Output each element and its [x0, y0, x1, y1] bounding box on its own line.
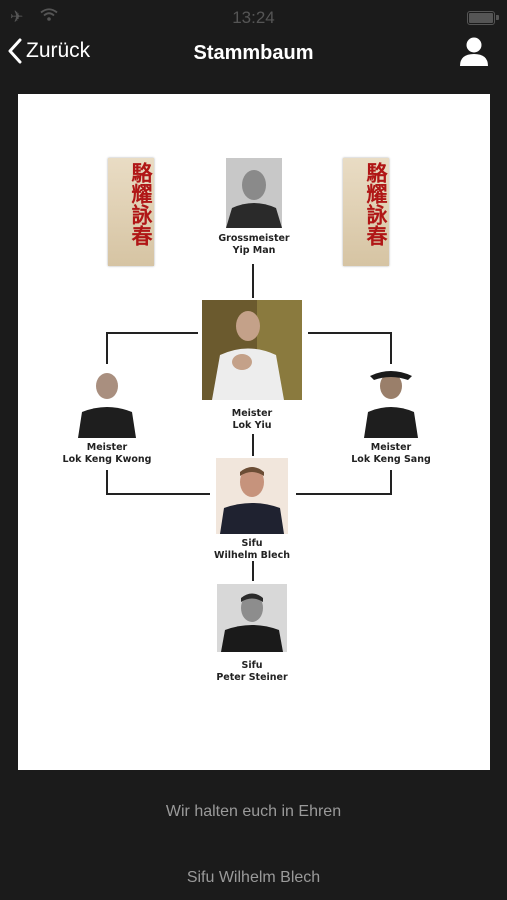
- tribute-text: Wir halten euch in Ehren: [165, 803, 342, 820]
- author-text: Sifu Wilhelm Blech: [186, 869, 321, 886]
- battery-icon: [467, 11, 499, 25]
- connector-line: [106, 332, 108, 364]
- connector-line: [390, 332, 392, 364]
- caption-wilhelm-blech: Sifu Wilhelm Blech: [214, 538, 290, 561]
- connector-line: [106, 493, 210, 495]
- portrait-peter-steiner: [217, 584, 287, 652]
- caption-peter-steiner: Sifu Peter Steiner: [216, 660, 288, 683]
- airplane-icon: ✈: [10, 9, 24, 26]
- navigation-bar: Zurück Stammbaum: [0, 34, 507, 78]
- connector-line: [296, 493, 392, 495]
- calligraphy-scroll-left: 駱耀詠春: [108, 158, 154, 266]
- chevron-left-icon: [8, 38, 22, 64]
- page-title: Stammbaum: [193, 42, 314, 64]
- portrait-lok-keng-kwong: [76, 368, 138, 438]
- caption-yip-man: Grossmeister Yip Man: [218, 233, 290, 256]
- caption-lok-keng-sang: Meister Lok Keng Sang: [351, 442, 431, 465]
- connector-line: [252, 264, 254, 298]
- caption-lok-yiu: Meister Lok Yiu: [231, 408, 273, 431]
- connector-line: [106, 332, 198, 334]
- status-time: 13:24: [232, 8, 275, 27]
- connector-line: [252, 434, 254, 456]
- portrait-lok-yiu: [202, 300, 302, 400]
- connector-line: [390, 470, 392, 494]
- wifi-icon: [40, 8, 58, 26]
- status-bar: ✈ 13:24: [0, 0, 507, 34]
- back-label: Zurück: [26, 39, 91, 62]
- calligraphy-scroll-right: 駱耀詠春: [343, 158, 389, 266]
- connector-line: [308, 332, 392, 334]
- portrait-lok-keng-sang: [362, 370, 420, 438]
- portrait-yip-man: [226, 158, 282, 228]
- family-tree-image: 駱耀詠春 駱耀詠春 Grossmeister Yip Man Meister L…: [18, 94, 490, 770]
- connector-line: [252, 561, 254, 581]
- caption-lok-keng-kwong: Meister Lok Keng Kwong: [62, 442, 152, 465]
- connector-line: [106, 470, 108, 494]
- portrait-wilhelm-blech: [216, 458, 288, 534]
- back-button[interactable]: Zurück: [8, 38, 90, 64]
- user-icon[interactable]: [459, 36, 489, 73]
